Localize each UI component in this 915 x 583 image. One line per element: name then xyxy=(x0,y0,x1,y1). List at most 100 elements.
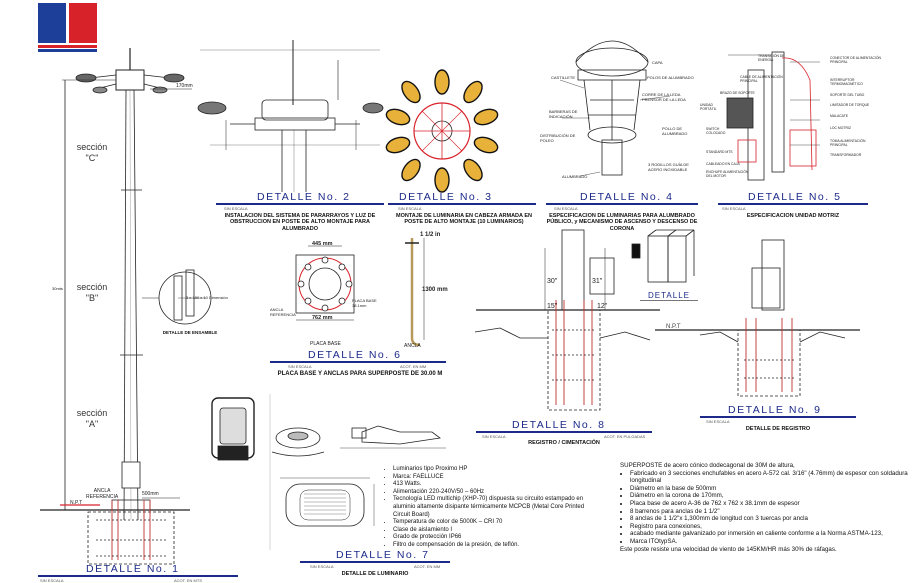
detalle-8-underline xyxy=(476,431,652,433)
detalle-7-caption: DETALLE DE LUMINARIO xyxy=(341,571,409,577)
pole-spec-item: Diámetro en la base de 500mm xyxy=(630,485,910,493)
d8-angle-31: 31" xyxy=(592,278,603,285)
section-b-label: sección "B" xyxy=(76,282,108,303)
d6-dim-445: 445 mm xyxy=(312,241,333,247)
d5-label-8: SWITCH COLOCADO xyxy=(706,127,726,135)
npt-label: N.P.T xyxy=(70,500,83,506)
pole-spec-item: Diámetro en la corona de 170mm, xyxy=(630,492,910,500)
detalle-1-underline xyxy=(38,575,238,577)
d4-label-8: ALUMBRADO xyxy=(562,174,588,179)
d8-angle-15: 15" xyxy=(547,303,558,310)
d5-label-5: SOPORTE DEL TUBO xyxy=(830,93,865,97)
luminaire-drawings xyxy=(211,397,446,527)
pole-elevation xyxy=(40,48,192,565)
luminaire-spec-item: Tecnología LED multichip (XHP-70) dispue… xyxy=(393,496,593,519)
d4-label-5: DISTRIBUCIÓN DE POLEO xyxy=(540,133,576,143)
d4-label-6: POLLO DE ALUMBRADO xyxy=(662,126,688,136)
luminaire-spec-item: Luminarios tipo Proximo HP xyxy=(393,466,593,474)
d5-label-15: TRANSFORMADOR xyxy=(830,153,862,157)
detalle-4-underline xyxy=(546,203,698,205)
d5-label-7: LIMITADOR DE TORQUE xyxy=(830,103,870,107)
detalle-3-underline xyxy=(388,203,536,205)
d4-label-2: CASTILLETE xyxy=(551,75,576,80)
d5-label-9: MALACATE xyxy=(830,114,849,118)
luminaire-spec-item: Marca: FAELLUCE xyxy=(393,474,593,482)
pole-spec-item: 8 anclas de 1 1/2"x 1,300mm de longitud … xyxy=(630,515,910,523)
detalle-6-scale-left: SIN ESCALA xyxy=(288,364,312,369)
d4-label-1: POLOS DE ALUMBRADO xyxy=(647,75,694,80)
detalle-3-scale: SIN ESCALA xyxy=(398,206,422,211)
pole-spec-outro: Este poste resiste una velocidad de vien… xyxy=(620,545,837,553)
detalle-4-title: DETALLE No. 4 xyxy=(580,191,674,203)
detalle-5-scale: SIN ESCALA xyxy=(722,206,746,211)
junction-box-iso xyxy=(631,229,695,283)
pole-spec-intro: SUPERPOSTE de acero cónico dodecagonal d… xyxy=(620,462,795,469)
detalle-4-scale: SIN ESCALA xyxy=(554,206,578,211)
luminaire-crown-plan xyxy=(413,102,471,160)
detalle-9-scale: SIN ESCALA xyxy=(706,419,730,424)
d6-dim-762: 762 mm xyxy=(312,315,333,321)
d9-npt-label: N.P.T xyxy=(666,324,681,330)
d5-label-4: BRAZO DE SOPORTE xyxy=(720,91,755,95)
detalle-3-title: DETALLE No. 3 xyxy=(399,191,493,203)
detalle-1-scale-left: SIN ESCALA xyxy=(40,578,64,583)
pole-spec-item: Fabricado en 3 secciones enchufables en … xyxy=(630,470,910,485)
d5-label-14: ENCHUFE ALIMENTACIÓN DEL MOTOR xyxy=(706,170,749,178)
assembly-detail xyxy=(142,269,212,325)
d4-label-7: 3 RODILLOS GUÍA DE ACERO INOXIDABLE xyxy=(648,162,689,172)
detalle-9-title: DETALLE No. 9 xyxy=(728,404,822,416)
detalle-1-title: DETALLE No. 1 xyxy=(86,563,180,575)
ensamble-note: 3 x 180 x 10 Dimensión xyxy=(186,295,228,300)
motor-unit-detail xyxy=(726,51,820,181)
detalle-9-caption: DETALLE DE REGISTRO xyxy=(745,426,811,432)
d6-dim-1300: 1300 mm xyxy=(422,287,448,293)
detalle-7-scale-right: ACOT. EN MM xyxy=(414,564,441,569)
detalle-5-caption: ESPECIFICACION UNIDAD MOTRIZ xyxy=(746,213,840,219)
pole-height-label: 30mts xyxy=(52,286,63,291)
d6-placa-side: PLACA BASE 38.1mm xyxy=(352,298,377,308)
crown-mechanism-detail xyxy=(559,40,671,177)
d5-label-3: INTERRUPTOR TERMOMAGNÉTICO xyxy=(830,78,863,86)
anchor-ref-label: ANCLA REFERENCIA xyxy=(86,488,119,500)
detalle-4-caption: ESPECIFICACION DE LUMINARIAS PARA ALUMBR… xyxy=(546,213,698,232)
luminaire-spec-item: Alimentación 220-240V/50 – 60Hz xyxy=(393,489,593,497)
d6-ancla-label: ANCLA xyxy=(404,343,421,349)
ensamble-caption: DETALLE DE ENSAMBLE xyxy=(162,330,218,335)
detalle-2-caption: INSTALACION DEL SISTEMA DE PARARRAYOS Y … xyxy=(224,213,376,232)
detalle-5-title: DETALLE No. 5 xyxy=(748,191,842,203)
d5-label-0: TRANSICIÓN DE ENERGÍA xyxy=(758,54,785,62)
lightning-rod-detail xyxy=(197,40,384,192)
pole-spec-item: Placa base de acero A-36 de 762 x 762 x … xyxy=(630,500,910,508)
anchor-bolt xyxy=(405,238,425,347)
pole-specs-block: SUPERPOSTE de acero cónico dodecagonal d… xyxy=(620,462,910,553)
d5-label-10: STANDARD MTS xyxy=(706,150,733,154)
luminaire-spec-item: Grado de protección IP66 xyxy=(393,534,593,542)
luminaire-spec-item: Clase de aislamiento I xyxy=(393,527,593,535)
luminaire-spec-item: Filtro de compensación de la presión, de… xyxy=(393,542,593,550)
detalle-6-title: DETALLE No. 6 xyxy=(308,349,402,361)
detalle-5-underline xyxy=(718,203,868,205)
detalle-7-scale-left: SIN ESCALA xyxy=(310,564,334,569)
company-logo xyxy=(38,3,97,53)
detalle-6-underline xyxy=(270,361,446,363)
detalle-2-scale: SIN ESCALA xyxy=(224,206,248,211)
base-diameter-label: 500mm xyxy=(142,491,159,497)
detalle-6-scale-right: ACOT. EN MM xyxy=(400,364,427,369)
pole-spec-item: 8 barrenos para anclas de 1 1/2" xyxy=(630,508,910,516)
detalle-7-underline xyxy=(300,561,450,563)
d5-label-1: CONECTOR DE ALIMENTACIÓN PRINCIPAL xyxy=(830,56,881,64)
crown-diameter-label: 170mm xyxy=(176,83,193,89)
detalle-8-scale-right: ACOT. EN PULGADAS xyxy=(604,434,646,439)
detalle-2-title: DETALLE No. 2 xyxy=(257,191,351,203)
d9-detalle-label: DETALLE xyxy=(648,291,690,300)
d9-detalle-underline xyxy=(640,300,698,301)
d5-label-2: CABLE DE ALIMENTACIÓN PRINCIPAL xyxy=(740,75,783,83)
detalle-8-title: DETALLE No. 8 xyxy=(512,419,606,431)
section-a-label: sección "A" xyxy=(76,408,108,429)
d6-ancla-ref: ANCLA REFERENCIA xyxy=(270,307,296,317)
section-c-label: sección "C" xyxy=(76,142,108,163)
d8-angle-30: 30" xyxy=(547,278,558,285)
detalle-9-underline xyxy=(700,416,856,418)
d5-label-13: TOMA ALIMENTACIÓN PRINCIPAL xyxy=(830,139,866,147)
